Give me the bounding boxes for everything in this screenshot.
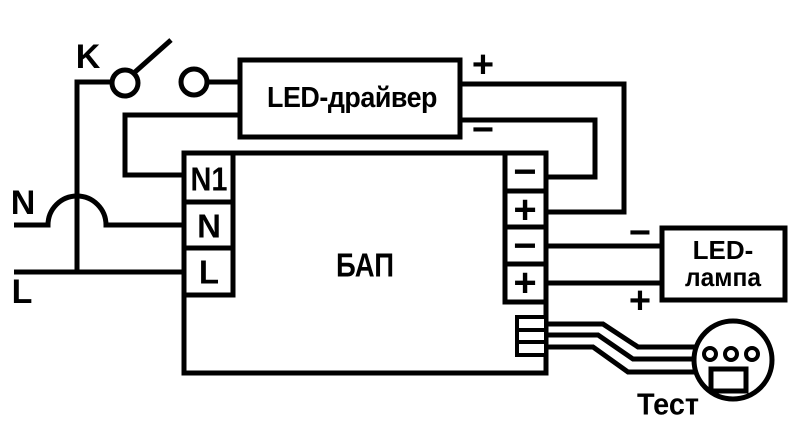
led-lamp-box: [659, 225, 788, 303]
switch-contact-right-icon: [178, 66, 210, 98]
terminal-out-3-label: −: [513, 224, 536, 268]
bap-label: БАП: [336, 247, 394, 284]
wire-test-3: [543, 344, 705, 375]
terminal-n-label: N: [197, 208, 221, 245]
mains-l-label: L: [12, 273, 33, 311]
switch-contact-left-icon: [109, 67, 141, 99]
terminal-n-cell: [181, 199, 236, 251]
wire-mains-n: [14, 193, 188, 228]
terminal-out-4-cell: [502, 261, 549, 305]
wire-test-1: [543, 321, 705, 350]
terminal-out-1-cell: [502, 150, 549, 194]
test-button-icon: [691, 318, 775, 402]
wire-l-to-switch: [74, 79, 113, 274]
terminal-n1-label: N1: [191, 161, 228, 198]
terminal-out-2-label: +: [513, 188, 536, 232]
led-lamp-label-line2: лампа: [685, 262, 762, 292]
terminal-out-2-cell: [502, 188, 549, 230]
driver-output-plus-label: +: [472, 44, 494, 86]
wire-test-2: [543, 332, 705, 362]
led-lamp-label-line1: LED-: [693, 235, 754, 265]
mains-n-label: N: [11, 184, 36, 222]
wire-driver-plus-to-bap: [456, 81, 627, 215]
terminal-out-4-label: +: [513, 261, 536, 305]
switch-k-label: K: [76, 38, 101, 76]
test-connector-block: [515, 315, 548, 357]
led-driver-label: LED-драйвер: [267, 82, 437, 114]
wire-driver-minus-to-bap: [456, 117, 598, 180]
led-driver-box: [237, 57, 463, 140]
lamp-wire-minus-label: −: [629, 212, 651, 254]
terminal-l-label: L: [199, 254, 219, 291]
switch-lever-icon: [133, 38, 173, 74]
wire-driver-to-n1: [122, 112, 242, 178]
terminal-out-1-label: −: [513, 150, 536, 194]
lamp-wire-plus-label: +: [629, 280, 651, 322]
test-button-label: Тест: [637, 387, 699, 422]
driver-output-minus-label: −: [472, 109, 494, 151]
terminal-l-cell: [181, 245, 236, 298]
